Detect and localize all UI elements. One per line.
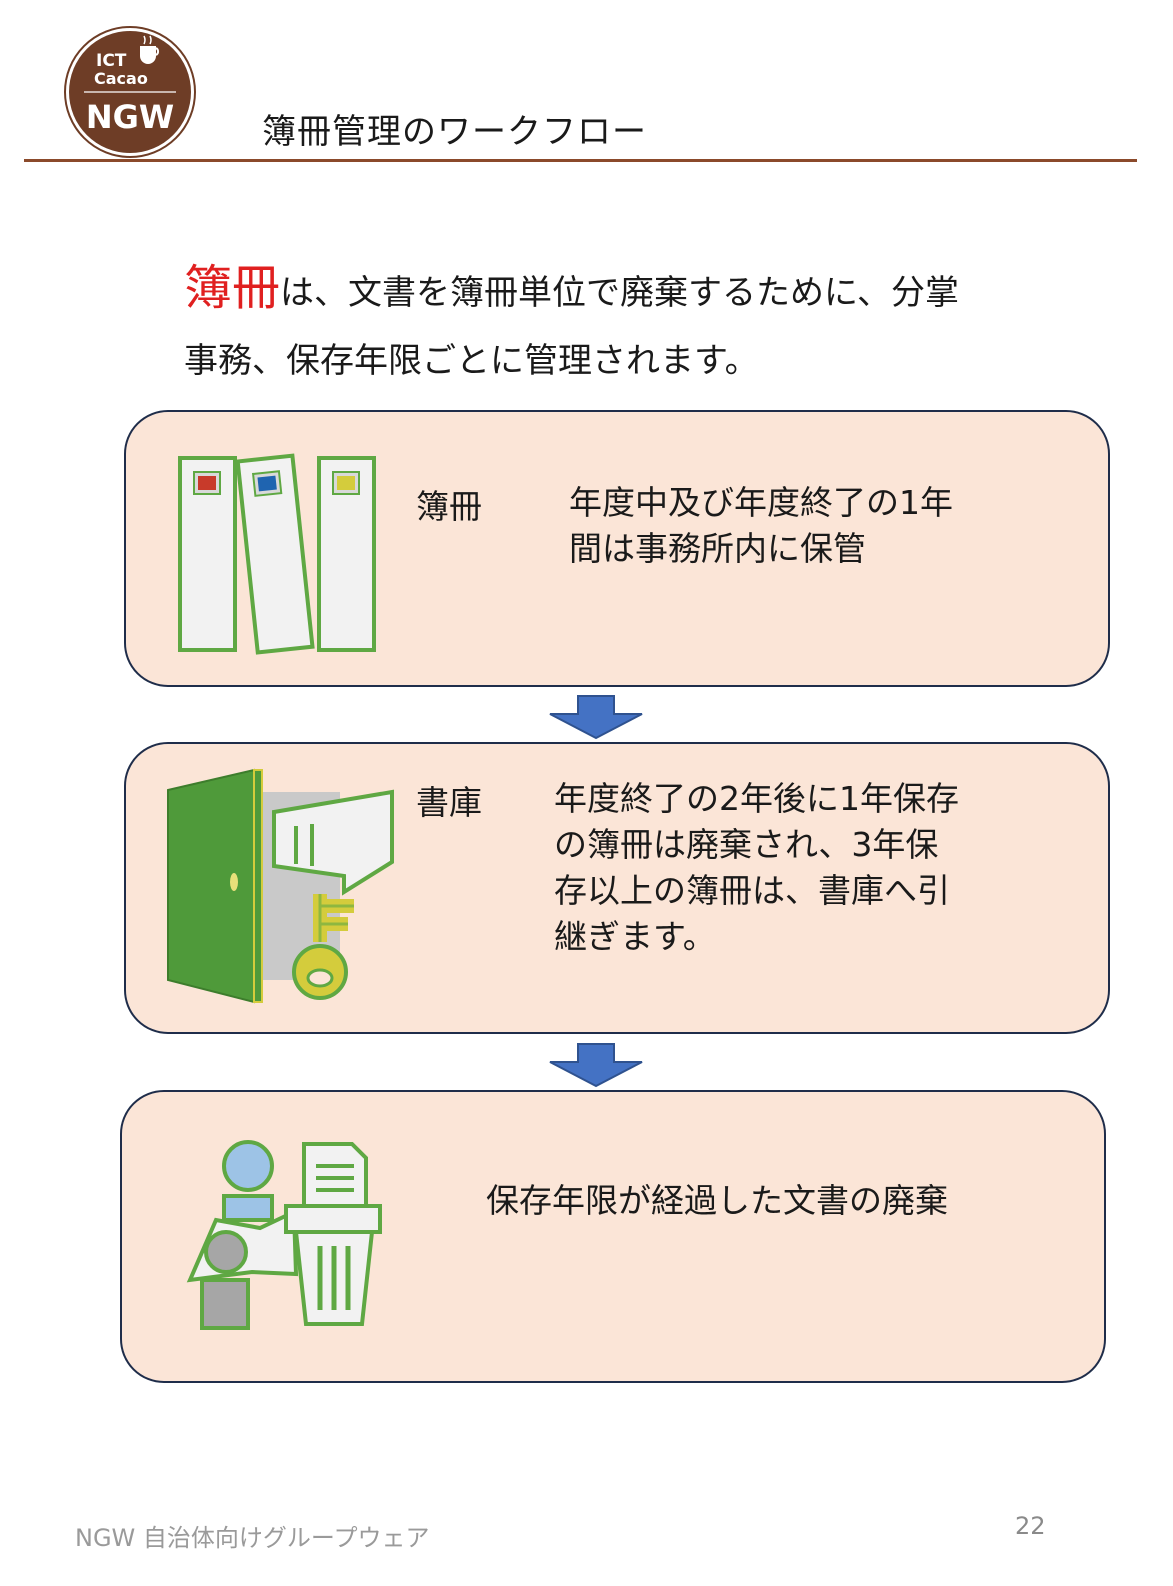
footer-caption: NGW 自治体向けグループウェア — [75, 1524, 430, 1552]
step-card-binders: 簿冊 年度中及び年度終了の1年 間は事務所内に保管 — [124, 410, 1110, 687]
header-divider — [24, 159, 1137, 162]
step-label-archive: 書庫 — [416, 783, 482, 822]
svg-text:Cacao: Cacao — [94, 69, 148, 88]
down-arrow-icon — [549, 1043, 643, 1088]
desc-line: 保存年限が経過した文書の廃棄 — [486, 1181, 948, 1220]
step-label-binders: 簿冊 — [416, 487, 482, 526]
archive-door-key-icon — [167, 768, 394, 1004]
step-desc-disposal: 保存年限が経過した文書の廃棄 — [486, 1178, 948, 1224]
intro-line-1-text: は、文書を簿冊単位で廃棄するために、分掌 — [280, 273, 959, 313]
coffee-cup-icon — [140, 35, 160, 64]
intro-highlight: 簿冊 — [184, 260, 281, 316]
desc-line: 継ぎます。 — [554, 917, 716, 956]
slide-title: 簿冊管理のワークフロー — [262, 112, 647, 152]
intro-line-2: 事務、保存年限ごとに管理されます。 — [184, 341, 759, 381]
ict-cacao-ngw-logo: ICT Cacao NGW — [64, 26, 196, 158]
svg-text:NGW: NGW — [86, 98, 174, 136]
binders-icon — [178, 453, 376, 655]
desc-line: 存以上の簿冊は、書庫へ引 — [554, 871, 950, 910]
step-card-disposal: 保存年限が経過した文書の廃棄 — [120, 1090, 1106, 1383]
step-card-archive: 書庫 年度終了の2年後に1年保存 の簿冊は廃棄され、3年保 存以上の簿冊は、書庫… — [124, 742, 1110, 1034]
step-desc-archive: 年度終了の2年後に1年保存 の簿冊は廃棄され、3年保 存以上の簿冊は、書庫へ引 … — [554, 776, 959, 960]
desc-line: の簿冊は廃棄され、3年保 — [554, 825, 939, 864]
svg-text:ICT: ICT — [96, 51, 127, 71]
step-desc-binders: 年度中及び年度終了の1年 間は事務所内に保管 — [569, 480, 953, 572]
down-arrow-icon — [549, 695, 643, 740]
disposal-trash-icon — [186, 1140, 382, 1330]
desc-line: 間は事務所内に保管 — [569, 529, 866, 568]
page-number: 22 — [1015, 1512, 1046, 1540]
intro-line-1: 簿冊は、文書を簿冊単位で廃棄するために、分掌 — [184, 248, 959, 318]
desc-line: 年度中及び年度終了の1年 — [569, 483, 953, 522]
desc-line: 年度終了の2年後に1年保存 — [554, 779, 959, 818]
